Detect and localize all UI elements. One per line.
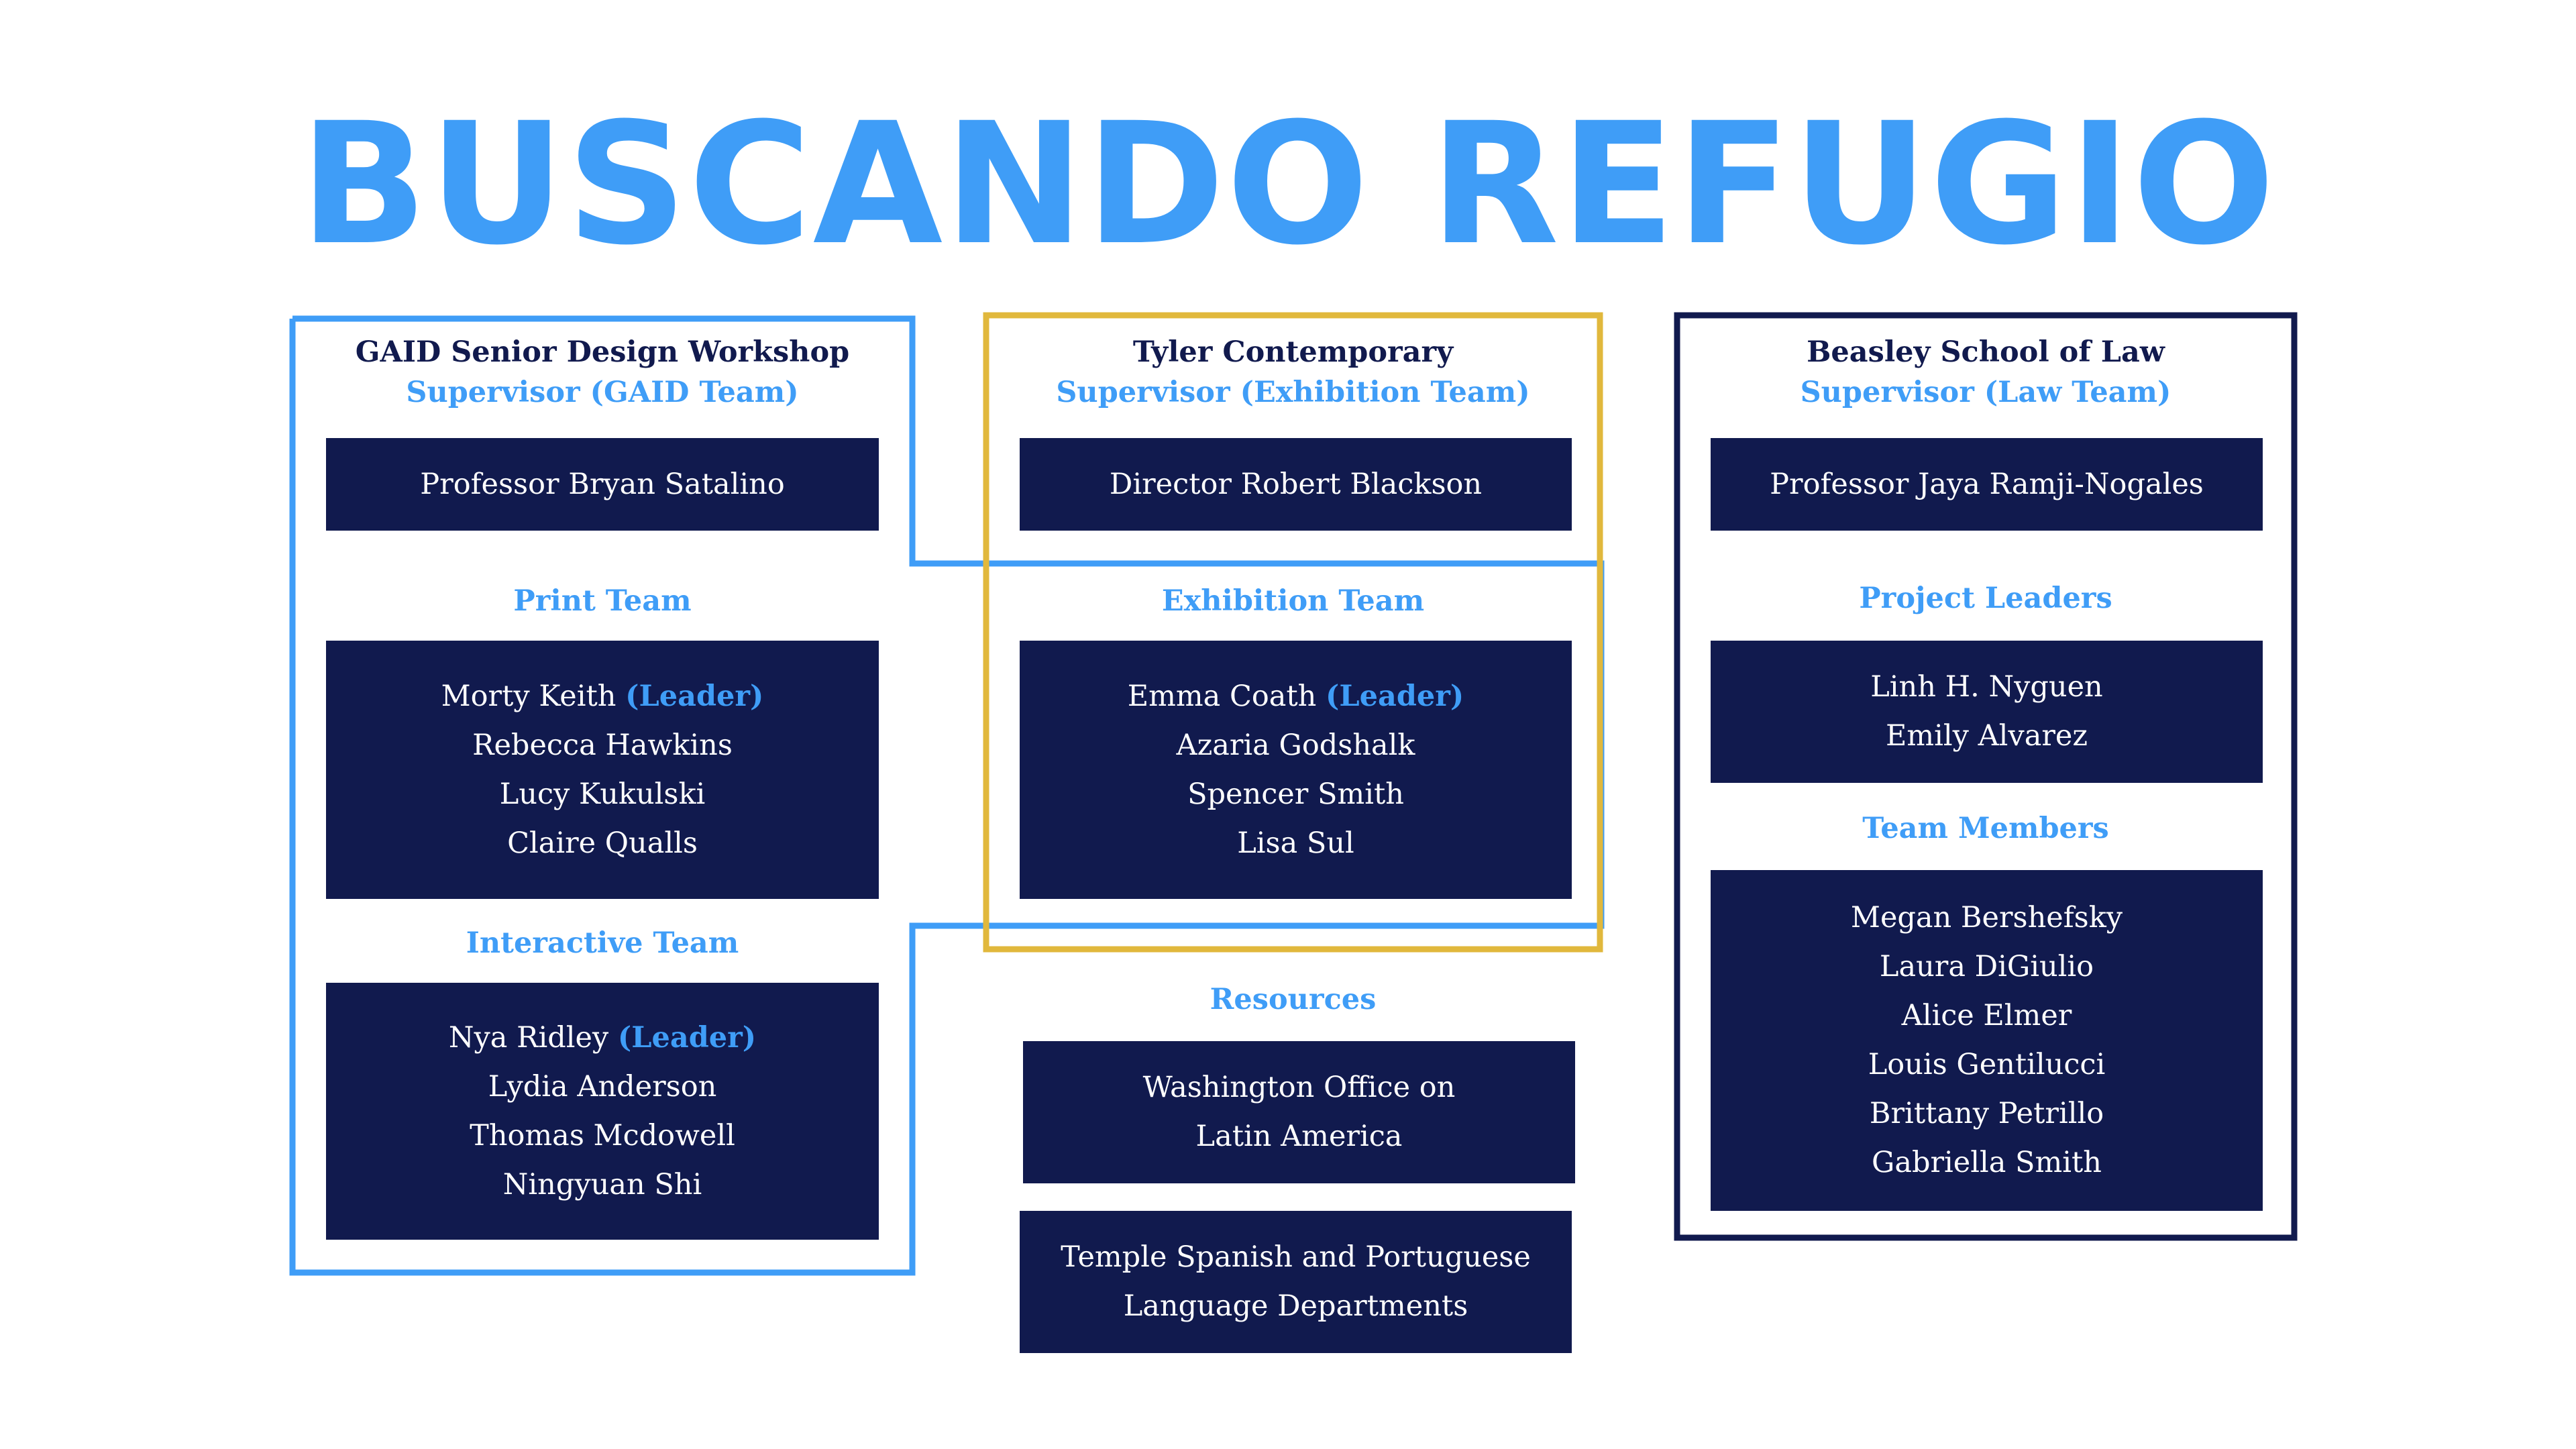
resource-line: Language Departments	[1123, 1289, 1468, 1323]
interactive-team-leader-tag: (Leader)	[617, 1020, 757, 1055]
resources-label: Resources	[1210, 983, 1377, 1016]
resource-box: Washington Office on Latin America	[1023, 1041, 1575, 1183]
exhibition-team-member: Spencer Smith	[1187, 777, 1404, 811]
gaid-supervisor-name: Professor Bryan Satalino	[420, 467, 785, 501]
team-members-label: Team Members	[1862, 812, 2109, 845]
exhibition-team-leader-tag: (Leader)	[1326, 679, 1464, 713]
project-leader: Emily Alvarez	[1885, 719, 2088, 753]
project-leader: Linh H. Nyguen	[1870, 670, 2103, 704]
law-supervisor-box: Professor Jaya Ramji-Nogales	[1711, 438, 2263, 531]
tyler-name: Tyler Contemporary	[1132, 335, 1454, 369]
exhibition-team-leader-name: Emma Coath	[1127, 679, 1317, 713]
team-member: Laura DiGiulio	[1879, 950, 2094, 983]
print-team-leader-name: Morty Keith	[441, 679, 616, 713]
exhibition-team-label: Exhibition Team	[1161, 584, 1425, 618]
team-member: Megan Bershefsky	[1850, 901, 2123, 934]
gaid-name: GAID Senior Design Workshop	[355, 335, 850, 369]
resource-line: Temple Spanish and Portuguese	[1061, 1240, 1531, 1274]
exhibition-team-leader: Emma Coath (Leader)	[1128, 672, 1464, 721]
print-team-member: Lucy Kukulski	[499, 777, 706, 811]
gaid-supervisor-box: Professor Bryan Satalino	[326, 438, 879, 531]
print-team-leader-tag: (Leader)	[625, 679, 764, 713]
resource-line: Washington Office on	[1142, 1071, 1456, 1104]
resource-box: Temple Spanish and Portuguese Language D…	[1020, 1211, 1572, 1353]
print-team-leader: Morty Keith (Leader)	[441, 672, 764, 721]
interactive-team-box: Nya Ridley (Leader) Lydia Anderson Thoma…	[326, 983, 879, 1240]
law-supervisor-label: Supervisor (Law Team)	[1800, 376, 2171, 409]
team-member: Brittany Petrillo	[1869, 1097, 2104, 1130]
tyler-supervisor-box: Director Robert Blackson	[1020, 438, 1572, 531]
team-member: Alice Elmer	[1901, 999, 2072, 1032]
exhibition-team-member: Lisa Sul	[1237, 826, 1354, 860]
interactive-team-leader-name: Nya Ridley	[448, 1020, 609, 1055]
interactive-team-member: Ningyuan Shi	[502, 1167, 702, 1201]
print-team-member: Rebecca Hawkins	[472, 728, 733, 762]
tyler-header: Tyler Contemporary Supervisor (Exhibitio…	[986, 332, 1600, 413]
law-name: Beasley School of Law	[1807, 335, 2165, 369]
page-title: BUSCANDO REFUGIO	[299, 87, 2277, 282]
tyler-supervisor-name: Director Robert Blackson	[1109, 467, 1483, 501]
law-supervisor-name: Professor Jaya Ramji-Nogales	[1770, 467, 2204, 501]
gaid-supervisor-label: Supervisor (GAID Team)	[406, 376, 799, 409]
law-header: Beasley School of Law Supervisor (Law Te…	[1677, 332, 2294, 413]
interactive-team-label: Interactive Team	[466, 926, 739, 960]
project-leaders-box: Linh H. Nyguen Emily Alvarez	[1711, 641, 2263, 783]
exhibition-team-box: Emma Coath (Leader) Azaria Godshalk Spen…	[1020, 641, 1572, 899]
interactive-team-member: Thomas Mcdowell	[470, 1118, 735, 1152]
tyler-supervisor-label: Supervisor (Exhibition Team)	[1056, 376, 1530, 409]
project-leaders-label: Project Leaders	[1859, 582, 2112, 615]
interactive-team-member: Lydia Anderson	[488, 1069, 717, 1104]
team-member: Louis Gentilucci	[1868, 1048, 2106, 1081]
team-member: Gabriella Smith	[1871, 1146, 2102, 1179]
gaid-header: GAID Senior Design Workshop Supervisor (…	[292, 332, 912, 413]
exhibition-team-member: Azaria Godshalk	[1176, 728, 1415, 762]
print-team-member: Claire Qualls	[507, 826, 698, 860]
interactive-team-leader: Nya Ridley (Leader)	[449, 1014, 756, 1063]
resource-line: Latin America	[1195, 1120, 1403, 1153]
team-members-box: Megan Bershefsky Laura DiGiulio Alice El…	[1711, 870, 2263, 1211]
print-team-box: Morty Keith (Leader) Rebecca Hawkins Luc…	[326, 641, 879, 899]
print-team-label: Print Team	[513, 584, 692, 618]
